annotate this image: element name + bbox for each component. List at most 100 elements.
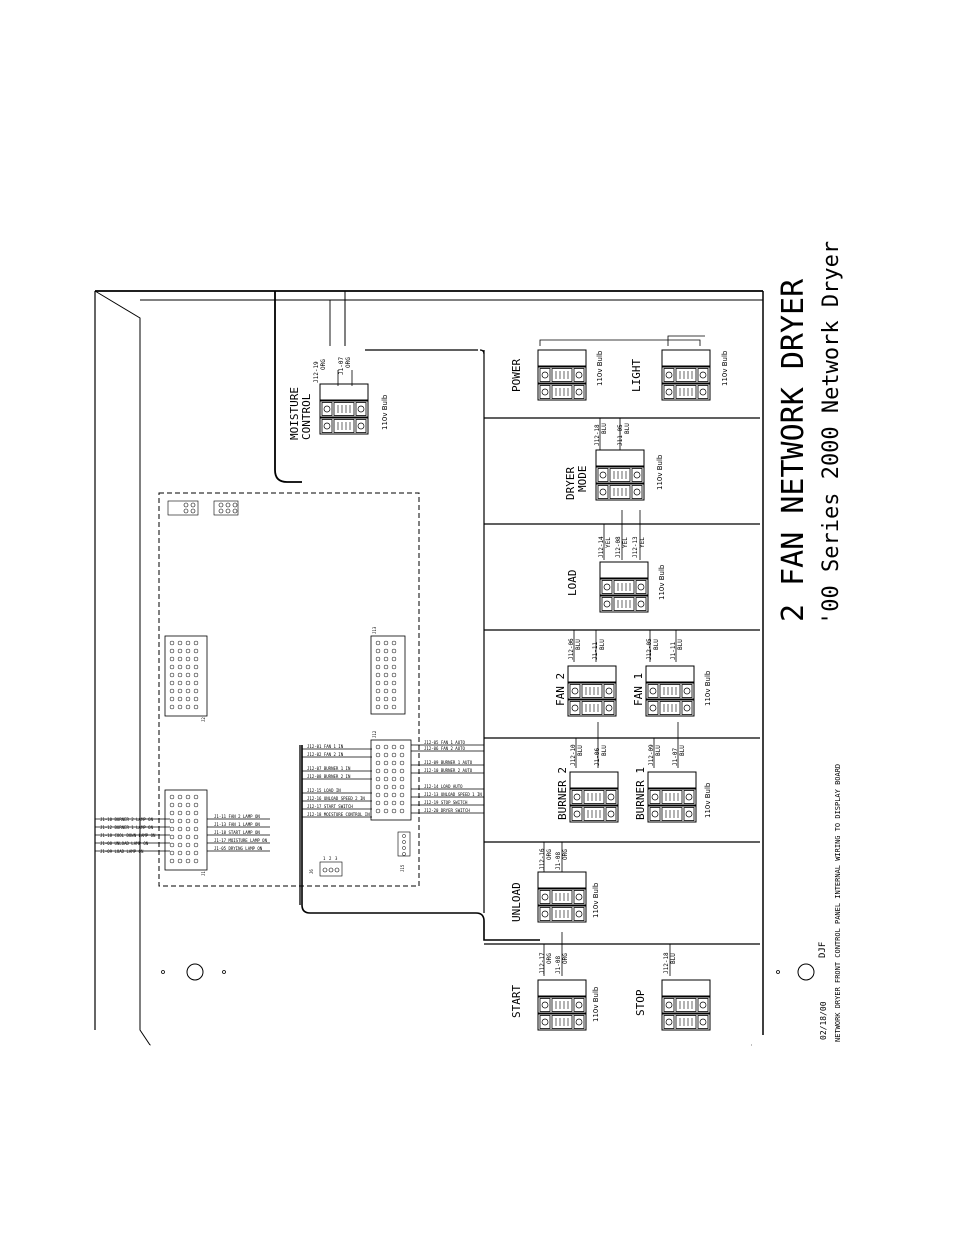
j6-label: J6 (309, 869, 314, 874)
moisture-label-1: MOISTURE (288, 387, 301, 440)
diagram-caption: NETWORK DRYER FRONT CONTROL PANEL INTERN… (834, 764, 842, 1042)
power-label: POWER (510, 359, 523, 392)
display-board: J2 J1 J1-10 BURN (95, 492, 484, 887)
diagram-title: 2 FAN NETWORK DRYER (776, 278, 811, 622)
j12-wire-label: J12-14 LOAD AUTO (424, 784, 463, 789)
j1-wire-label: J1-10 BURNER 2 LAMP ON (100, 817, 154, 822)
diagram-initials: DJF (818, 942, 828, 958)
j12-wire-label: J12-15 LOAD IN (307, 788, 341, 793)
dryer-mode-label-2: MODE (576, 466, 589, 493)
diagram-date: 02/18/00 (819, 1001, 828, 1040)
wire-id: J12-19 (313, 361, 320, 383)
wire-color: BLU (577, 745, 584, 756)
wire-color: BLU (670, 953, 677, 964)
bulb-label: 110v Bulb (704, 782, 712, 818)
wire-color: BLU (677, 639, 684, 650)
bulb-label: 110v Bulb (592, 882, 600, 918)
wire-color: YEL (639, 537, 646, 548)
wire-color: ORG (320, 359, 327, 370)
wire-color: ORG (345, 357, 352, 368)
wire-color: BLU (575, 639, 582, 650)
wire-id: J1-07 (672, 748, 679, 766)
wire-id: J12-14 (598, 536, 605, 558)
j1-wire-label: J1-17 MOISTURE LAMP ON (214, 838, 268, 843)
moisture-label-2: CONTROL (300, 393, 313, 440)
panel-feed-wires (539, 335, 705, 976)
j12-label: J12 (372, 730, 377, 738)
jumper-j6: 1 2 3 J6 (309, 856, 343, 877)
burner1-panel: BURNER 1 J12-09 BLU J1-07 BLU 110v Bulb (634, 744, 712, 822)
wire-id: J11-05 (617, 424, 624, 446)
bulb-label: 110v Bulb (381, 394, 389, 430)
wire-color: BLU (599, 639, 606, 650)
wire-id: J1-11 (670, 642, 677, 660)
j12-wire-label: J12-05 FAN 1 AUTO (424, 740, 466, 745)
j12-wire-label: J12-10 BURNER 2 AUTO (424, 768, 473, 773)
stop-label: STOP (634, 989, 647, 1016)
unload-label: UNLOAD (510, 882, 523, 922)
fan2-label: FAN 2 (554, 673, 567, 706)
j12-wire-label: J12-13 UNLOAD SPEED 1 IN (424, 792, 482, 797)
j12-wire-label: J12-19 STOP SWITCH (424, 800, 468, 805)
wire-id: J12-18 (594, 424, 601, 446)
wire-id: J12-09 (648, 744, 655, 766)
wire-color: BLU (655, 745, 662, 756)
j2-label: J2 (201, 717, 206, 722)
bulb-label: 110v Bulb (704, 670, 712, 706)
wire-id: J1-07 (338, 357, 345, 375)
diagram-subtitle: '00 Series 2000 Network Dryer (819, 241, 844, 625)
connector-j2: J2 (164, 635, 208, 722)
j1-wire-label: J1-09 LOAD LAMP ON (100, 849, 144, 854)
j1-wire-label: J1-11 FAN 2 LAMP ON (214, 814, 260, 819)
j12-wire-label: J12-07 BURNER 1 IN (307, 766, 351, 771)
stop-panel: STOP J12-18 BLU (634, 952, 710, 1030)
connector-j13: J13 (370, 626, 406, 715)
dryer-mode-panel: DRYER MODE J12-18 BLU J11-05 BLU 110v Bu… (564, 423, 664, 500)
wire-color: BLU (601, 745, 608, 756)
wire-color: BLU (601, 423, 608, 434)
wire-color: BLU (624, 423, 631, 434)
j12-wire-label: J12-17 START SWITCH (307, 804, 353, 809)
wire-id: J1-06 (594, 748, 601, 766)
wire-id: J12-06 (568, 638, 575, 660)
j1-wire-label: J1-08 UNLOAD LAMP ON (100, 841, 149, 846)
dryer-mode-label-1: DRYER (564, 467, 577, 500)
moisture-control-panel: MOISTURE CONTROL J12-19 ORG J1-07 ORG 11… (288, 357, 389, 440)
j12-right-wires (411, 744, 484, 814)
j15-label: J15 (400, 864, 405, 872)
connector-j15: J15 (397, 831, 411, 872)
wire-id: J12-08 (615, 536, 622, 558)
wire-id: J12-13 (632, 536, 639, 558)
j12-wire-label: J12-02 FAN 2 IN (307, 752, 344, 757)
j1-left-wires (95, 818, 170, 852)
wire-color: YEL (622, 537, 629, 548)
burner1-label: BURNER 1 (634, 767, 647, 820)
wire-id: J12-05 (646, 638, 653, 660)
j1-wire-label: J1-05 DRYING LAMP ON (214, 846, 263, 851)
mounting-holes (161, 963, 815, 981)
j1-wire-label: J1-18 COOL DOWN LAMP ON (100, 833, 156, 838)
burner2-panel: BURNER 2 J12-10 BLU J1-06 BLU (556, 744, 618, 822)
wire-color: BLU (679, 745, 686, 756)
j1-wire-label: J1-18 START LAMP ON (214, 830, 260, 835)
start-label: START (510, 985, 523, 1018)
j13-label: J13 (372, 626, 377, 634)
wire-color: ORG (562, 849, 569, 860)
connector-j12: J12 (370, 730, 412, 821)
fan2-panel: FAN 2 J12-06 BLU J1-11 BLU (554, 638, 616, 716)
wire-color: YEL (605, 537, 612, 548)
wire-color: ORG (562, 953, 569, 964)
j1-label: J1 (201, 871, 206, 876)
light-label: LIGHT (630, 359, 643, 392)
j12-wire-label: J12-18 MOISTURE CONTROL IN (307, 812, 370, 817)
wire-id: J1-11 (592, 642, 599, 660)
load-panel: LOAD J12-14 YEL J12-08 YEL J12-13 YEL 11… (566, 536, 666, 612)
j1-wire-label: J1-12 BURNER 1 LAMP ON (100, 825, 154, 830)
j6-pin-2: 2 (329, 856, 332, 861)
j6-pin-1: 1 (323, 856, 326, 861)
light-panel: LIGHT 110v Bulb (630, 350, 729, 400)
bulb-label: 110v Bulb (658, 564, 666, 600)
j12-wire-label: J12-06 FAN 2 AUTO (424, 746, 466, 751)
j12-wire-label: J12-08 BURNER 2 IN (307, 774, 351, 779)
